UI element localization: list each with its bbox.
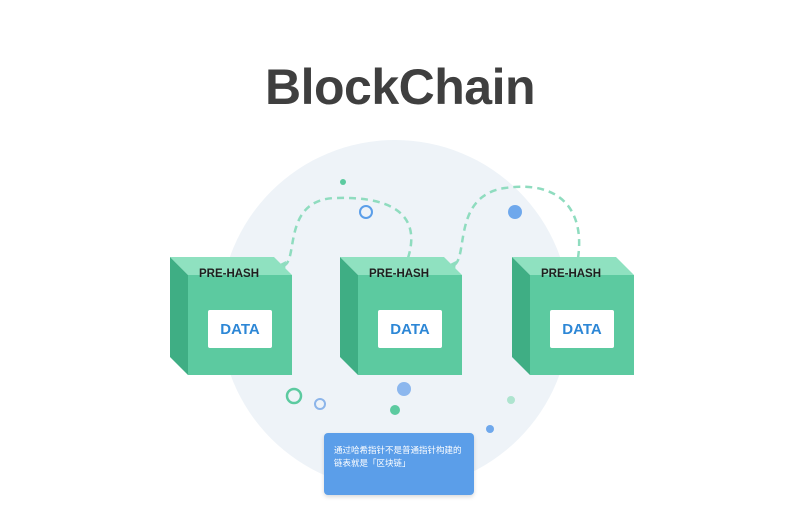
cube-shape <box>340 257 462 375</box>
diagram-title: BlockChain <box>264 59 536 115</box>
dot-blue-small <box>486 425 494 433</box>
block-data: DATA <box>378 310 442 348</box>
dot-blue <box>508 205 522 219</box>
caption-note: 通过哈希指针不是普通指针构建的链表就是「区块链」 <box>324 433 474 495</box>
block-header: PRE-HASH <box>368 268 430 280</box>
block-header: PRE-HASH <box>540 268 602 280</box>
ring-blue <box>359 205 373 219</box>
caption-text: 通过哈希指针不是普通指针构建的链表就是「区块链」 <box>334 446 462 469</box>
dot-green-mid <box>390 405 400 415</box>
block-header: PRE-HASH <box>198 268 260 280</box>
block-data: DATA <box>550 310 614 348</box>
block-2: PRE-HASH DATA <box>340 257 462 377</box>
ring-green <box>285 387 303 405</box>
dashed-arrow-3-to-2 <box>451 185 581 268</box>
block-data: DATA <box>208 310 272 348</box>
dot-blue-mid <box>397 382 411 396</box>
block-1: PRE-HASH DATA <box>170 257 292 377</box>
dot-small-green <box>340 179 346 185</box>
ring-blue-small <box>314 398 326 410</box>
dot-green-light <box>507 396 515 404</box>
block-3: PRE-HASH DATA <box>512 257 634 377</box>
dashed-arrow-2-to-1 <box>281 196 413 268</box>
